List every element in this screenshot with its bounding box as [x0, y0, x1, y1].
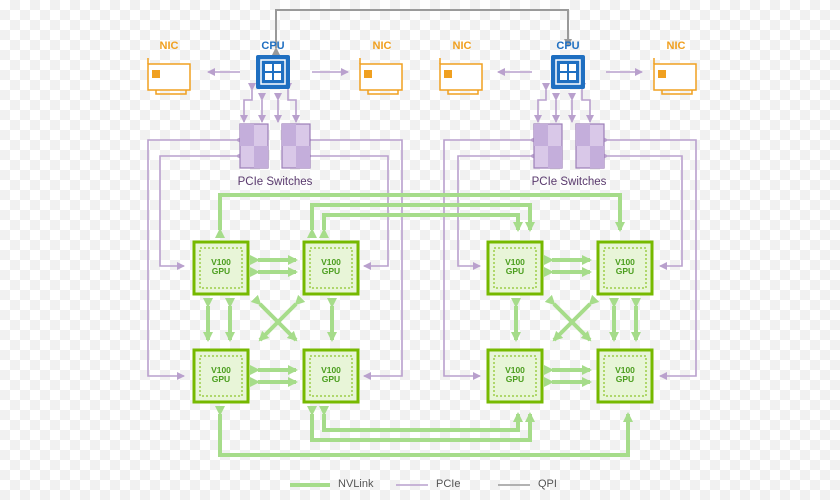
pcie-links-right — [443, 68, 697, 380]
qpi-link — [272, 9, 572, 55]
nic-label: NIC — [666, 40, 686, 52]
legend-qpi-label: QPI — [538, 478, 557, 490]
cpu-chip-icon — [256, 55, 290, 89]
gpu-chip-icon — [486, 348, 544, 404]
network-card-icon — [147, 58, 191, 95]
gpu-chip-icon — [302, 240, 360, 296]
cpu-chip-icon — [551, 55, 585, 89]
pcie-switch-icon — [239, 123, 269, 169]
nic-label: NIC — [452, 40, 472, 52]
pcie-switch-icon — [533, 123, 563, 169]
gpu-chip-icon — [192, 348, 250, 404]
gpu-chip-icon — [192, 240, 250, 296]
network-card-icon — [653, 58, 697, 95]
gpu-chip-icon — [302, 348, 360, 404]
gpu-chip-icon — [596, 240, 654, 296]
pcie-switches-label: PCIe Switches — [531, 176, 607, 188]
gpu-chip-icon — [486, 240, 544, 296]
legend-nvlink-label: NVLink — [338, 478, 374, 490]
pcie-switches-label: PCIe Switches — [237, 176, 313, 188]
cpu-label: CPU — [556, 40, 580, 52]
gpu-chip-icon — [596, 348, 654, 404]
cpu-label: CPU — [261, 40, 285, 52]
network-card-icon — [359, 58, 403, 95]
pcie-switch-icon — [281, 123, 311, 169]
pcie-switch-icon — [575, 123, 605, 169]
nvlink-links — [203, 193, 641, 457]
legend-pcie-label: PCIe — [436, 478, 461, 490]
network-card-icon — [439, 58, 483, 95]
nic-label: NIC — [372, 40, 392, 52]
nic-label: NIC — [159, 40, 179, 52]
pcie-links-left — [147, 68, 403, 380]
